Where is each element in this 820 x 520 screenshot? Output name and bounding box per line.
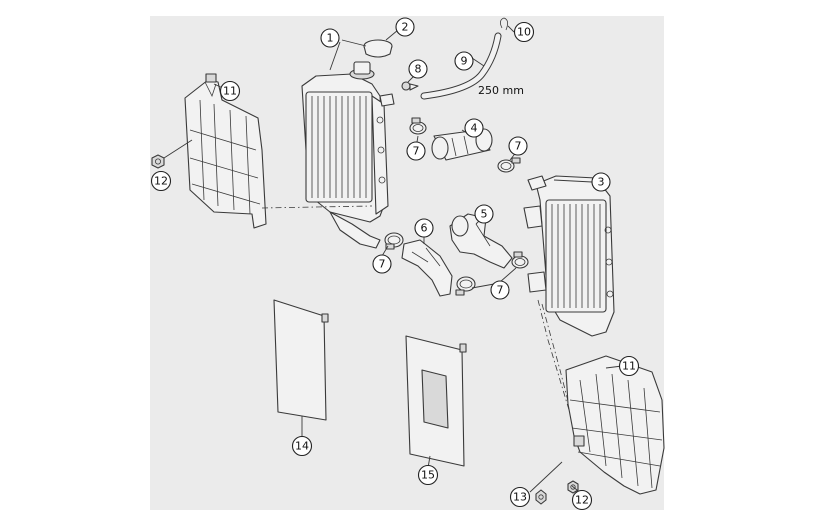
callout-2: 2 bbox=[395, 17, 415, 37]
svg-text:10: 10 bbox=[517, 26, 531, 39]
callout-7: 7 bbox=[406, 141, 426, 161]
callout-4: 4 bbox=[464, 118, 484, 138]
radiator-cap bbox=[363, 39, 393, 58]
svg-text:3: 3 bbox=[598, 176, 605, 189]
callout-6: 6 bbox=[414, 218, 434, 238]
svg-text:12: 12 bbox=[575, 494, 589, 507]
right-radiator-shroud bbox=[565, 355, 665, 495]
svg-text:5: 5 bbox=[481, 208, 488, 221]
callout-14: 14 bbox=[291, 435, 313, 457]
connector-pipe bbox=[431, 128, 493, 161]
svg-text:7: 7 bbox=[515, 140, 522, 153]
callout-12: 12 bbox=[150, 170, 172, 192]
callout-10: 10 bbox=[513, 21, 535, 43]
callout-1: 1 bbox=[320, 28, 340, 48]
svg-text:13: 13 bbox=[513, 491, 527, 504]
right-radiator bbox=[523, 175, 615, 337]
left-nut bbox=[151, 154, 165, 169]
hose-clamp bbox=[497, 157, 521, 173]
callout-8: 8 bbox=[408, 59, 428, 79]
callout-5: 5 bbox=[474, 204, 494, 224]
callout-11: 11 bbox=[219, 80, 241, 102]
left-radiator-shroud bbox=[184, 73, 267, 229]
lower-hose bbox=[401, 239, 453, 297]
y-pipe bbox=[449, 213, 513, 269]
svg-text:7: 7 bbox=[379, 258, 386, 271]
hose-clamp bbox=[511, 251, 529, 269]
svg-text:7: 7 bbox=[413, 145, 420, 158]
svg-text:11: 11 bbox=[622, 360, 636, 373]
washer-nut bbox=[535, 489, 547, 505]
callout-7: 7 bbox=[490, 280, 510, 300]
callout-9: 9 bbox=[454, 51, 474, 71]
svg-text:2: 2 bbox=[402, 21, 409, 34]
callout-3: 3 bbox=[591, 172, 611, 192]
svg-text:12: 12 bbox=[154, 175, 168, 188]
bleed-screw bbox=[401, 81, 419, 91]
svg-text:15: 15 bbox=[421, 469, 435, 482]
hose-clamp bbox=[455, 276, 476, 296]
callout-11: 11 bbox=[618, 355, 640, 377]
svg-text:9: 9 bbox=[461, 55, 468, 68]
hose-clamp bbox=[409, 117, 427, 135]
svg-text:1: 1 bbox=[327, 32, 334, 45]
hose-clamp bbox=[384, 232, 404, 250]
callout-13: 13 bbox=[509, 486, 531, 508]
radiator-protection-grille bbox=[273, 299, 329, 421]
hose-clip bbox=[500, 17, 508, 31]
callout-12: 12 bbox=[571, 489, 593, 511]
left-radiator bbox=[301, 61, 395, 249]
svg-text:6: 6 bbox=[421, 222, 428, 235]
callout-7: 7 bbox=[372, 254, 392, 274]
radiator-grille-with-window bbox=[405, 335, 467, 467]
svg-text:11: 11 bbox=[223, 85, 237, 98]
svg-text:8: 8 bbox=[415, 63, 422, 76]
hose-length-label: 250 mm bbox=[478, 84, 524, 97]
callout-7: 7 bbox=[508, 136, 528, 156]
svg-text:7: 7 bbox=[497, 284, 504, 297]
callout-15: 15 bbox=[417, 464, 439, 486]
svg-text:14: 14 bbox=[295, 440, 309, 453]
overflow-hose bbox=[420, 32, 502, 100]
svg-text:4: 4 bbox=[471, 122, 478, 135]
